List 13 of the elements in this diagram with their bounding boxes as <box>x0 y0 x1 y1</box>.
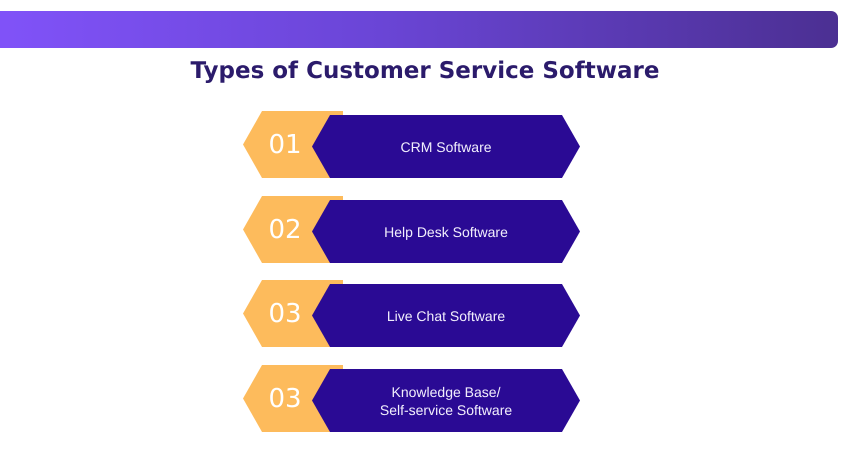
label-chevron <box>312 200 580 263</box>
step-number: 03 <box>268 386 302 412</box>
label-chevron <box>312 369 580 432</box>
step-number: 03 <box>268 300 302 326</box>
item-label: CRM Software <box>400 138 492 156</box>
step-number: 02 <box>268 216 302 242</box>
item-label: Knowledge Base/ Self-service Software <box>378 382 514 418</box>
label-chevron <box>312 115 580 178</box>
item-label: Help Desk Software <box>384 222 508 240</box>
label-chevron <box>312 284 580 347</box>
item-label: Live Chat Software <box>386 306 506 324</box>
step-number: 01 <box>268 132 302 158</box>
title: Types of Customer Service Software <box>190 58 660 84</box>
